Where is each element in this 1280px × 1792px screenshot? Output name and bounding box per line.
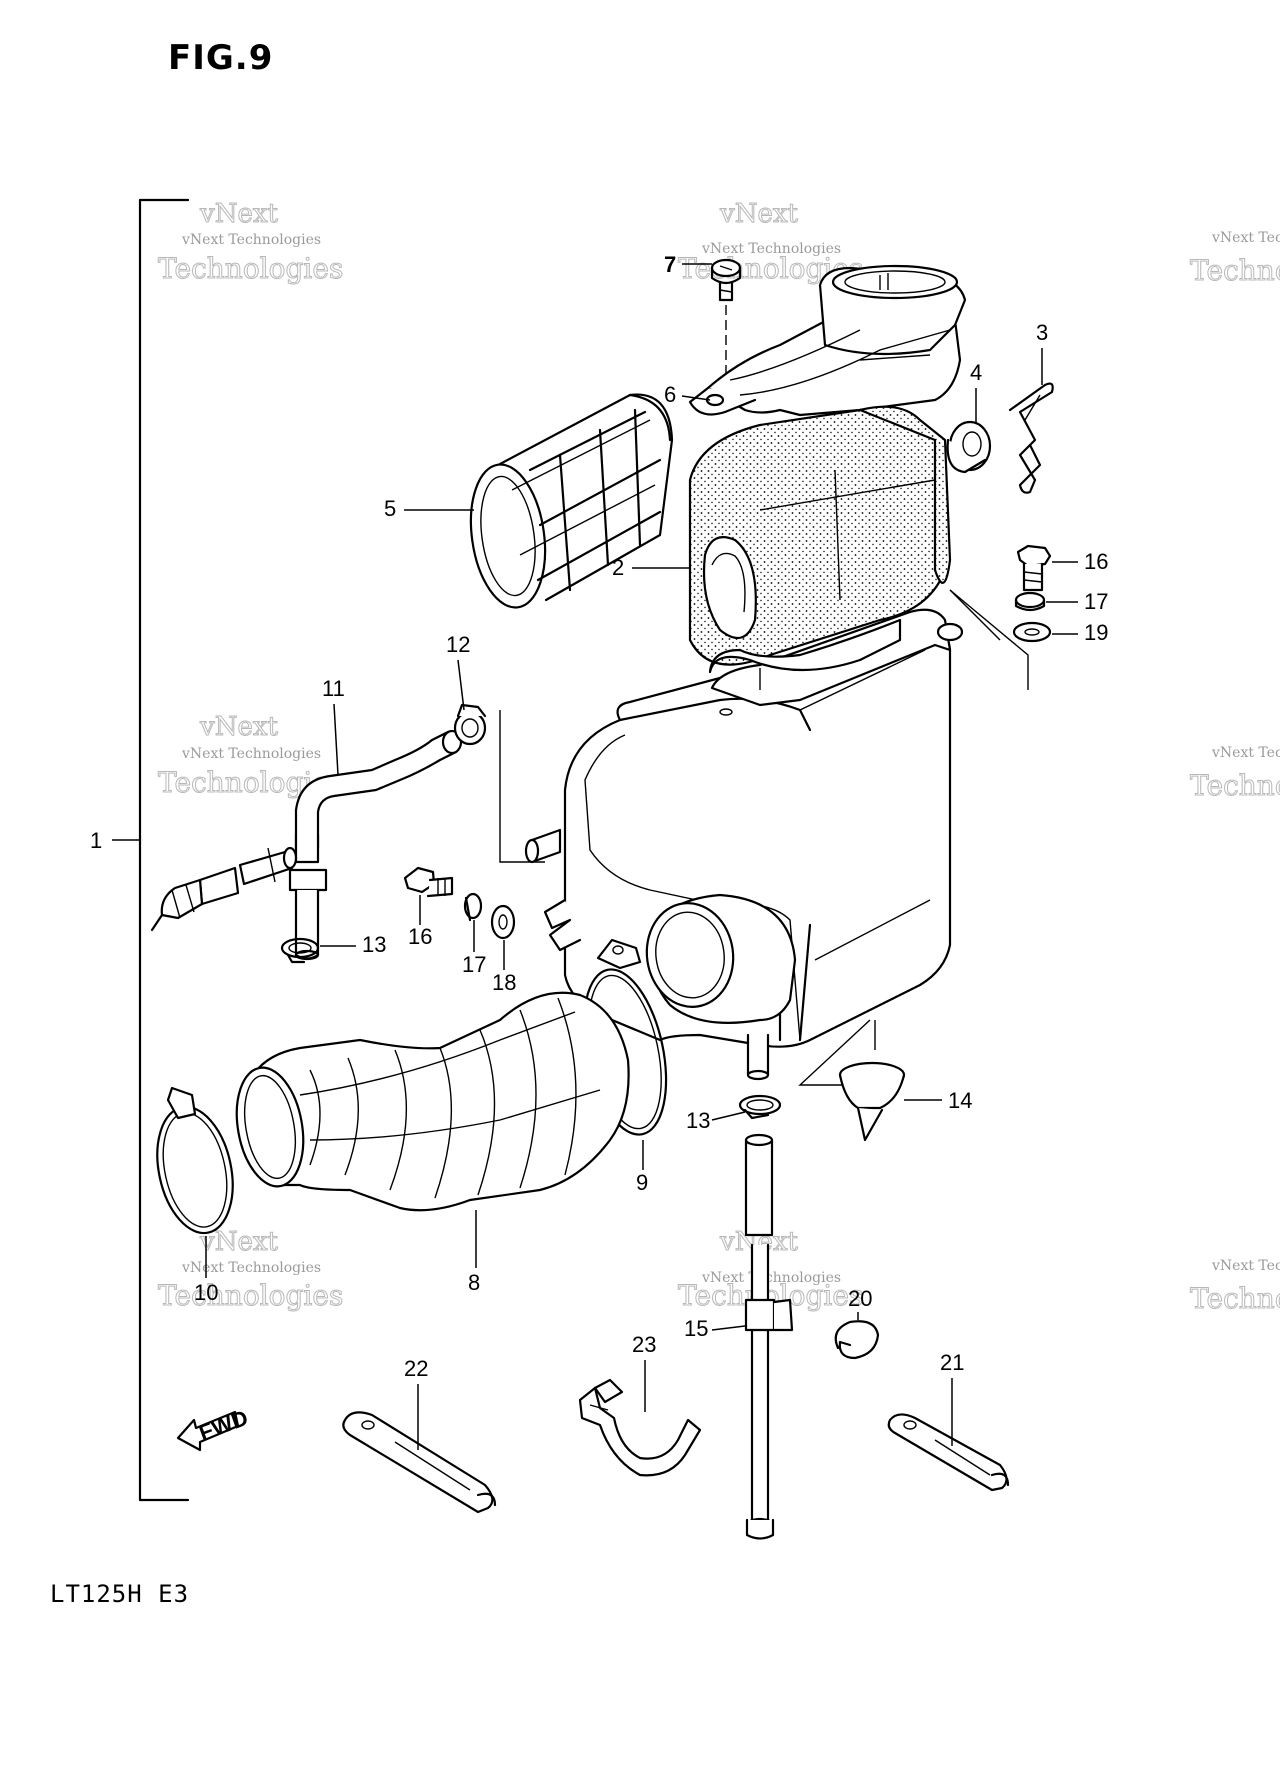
clip-3: [1008, 382, 1054, 494]
cap-6: [688, 264, 967, 417]
watermark-bottom-right: vNext Technologies Technologies: [1190, 1258, 1280, 1316]
svg-text:vNext Technologies: vNext Technologies: [701, 1270, 841, 1286]
svg-text:Technologies: Technologies: [158, 1279, 343, 1312]
bolt-16-left: [403, 866, 454, 898]
svg-text:vNext Technologies: vNext Technologies: [181, 232, 321, 248]
model-label: LT125H E3: [50, 1580, 190, 1608]
element-2: [688, 405, 952, 666]
mount-guide-right: [949, 589, 1029, 690]
svg-text:vNext: vNext: [199, 712, 278, 742]
callout-11: 11: [322, 676, 345, 701]
svg-text:vNext: vNext: [199, 199, 278, 229]
callout-17-right: 17: [1084, 589, 1108, 614]
washer-17-left: [463, 892, 483, 922]
svg-text:Technologies: Technologies: [1190, 1282, 1280, 1315]
callout-16-right: 16: [1084, 549, 1108, 574]
svg-text:FWD: FWD: [196, 1405, 252, 1446]
svg-text:vNext Technologies: vNext Technologies: [1211, 745, 1280, 761]
callout-13-left: 13: [362, 932, 386, 957]
breather-plug: [150, 866, 240, 932]
callout-6: 6: [664, 382, 676, 407]
svg-text:Technologies: Technologies: [1190, 254, 1280, 287]
callout-17-left: 17: [462, 952, 486, 977]
assembly-bracket: [112, 198, 190, 1502]
outlet-tube-8: [235, 991, 630, 1212]
screw-7: [710, 258, 742, 380]
clamp-10: [156, 1086, 234, 1235]
watermark-mid-right: vNext Technologies Technologies: [1190, 745, 1280, 803]
strap-22: [342, 1411, 497, 1514]
drain-cap-14: [838, 1061, 906, 1142]
watermark-bottom-center: vNext vNext Technologies Technologies: [678, 1227, 864, 1313]
clamp-23: [578, 1378, 702, 1477]
clamp-12: [453, 703, 487, 746]
washer-19: [1012, 621, 1052, 643]
bolt-16-right: [1016, 544, 1052, 592]
callout-1: 1: [90, 828, 102, 853]
svg-text:vNext Technologies: vNext Technologies: [1211, 1258, 1280, 1274]
callout-2: 2: [612, 555, 624, 580]
callout-9: 9: [636, 1170, 648, 1195]
callout-21: 21: [940, 1350, 964, 1375]
callout-4: 4: [970, 360, 982, 385]
callout-10: 10: [194, 1280, 218, 1305]
callout-5: 5: [384, 496, 396, 521]
callout-3: 3: [1036, 320, 1048, 345]
drain-hose-15: [744, 1133, 794, 1540]
washer-17-right: [1014, 591, 1046, 612]
svg-text:Technologies: Technologies: [1190, 769, 1280, 802]
callout-18: 18: [492, 970, 516, 995]
callout-20: 20: [848, 1286, 872, 1311]
callout-7: 7: [664, 252, 676, 277]
callout-16-left: 16: [408, 924, 432, 949]
callout-23: 23: [632, 1332, 656, 1357]
breather-hose-11: [238, 729, 463, 961]
svg-text:Technologies: Technologies: [158, 252, 343, 285]
callout-22: 22: [404, 1356, 428, 1381]
grommet-4: [946, 420, 992, 474]
callout-14: 14: [948, 1088, 972, 1113]
watermark-top-right: vNext Technologies Technologies: [1190, 230, 1280, 288]
strap-21: [887, 1413, 1010, 1492]
callouts: 1 7 6 5 2 4 3 16 17 19 12 11 13 16 17 18…: [90, 252, 1108, 1450]
watermark-top-left: vNext vNext Technologies Technologies: [158, 199, 344, 286]
element-frame-5: [469, 393, 674, 609]
callout-8: 8: [468, 1270, 480, 1295]
svg-text:vNext Technologies: vNext Technologies: [181, 1260, 321, 1276]
mount-guide-right-2: [949, 589, 1001, 641]
clamp-13-left: [280, 937, 320, 964]
svg-text:vNext Technologies: vNext Technologies: [701, 241, 841, 257]
clamp-20: [834, 1320, 880, 1360]
mount-guide-left: [499, 710, 545, 863]
air-cleaner-housing: [524, 608, 964, 1081]
svg-text:vNext: vNext: [719, 199, 798, 229]
svg-text:vNext Technologies: vNext Technologies: [1211, 230, 1280, 246]
figure-title: FIG.9: [168, 38, 274, 78]
callout-13-right: 13: [686, 1108, 710, 1133]
clamp-13-right: [738, 1094, 782, 1120]
fwd-arrow: FWD: [176, 1405, 252, 1452]
watermark-bottom-left: vNext vNext Technologies Technologies: [158, 1227, 344, 1313]
callout-15: 15: [684, 1316, 708, 1341]
washer-18: [490, 904, 516, 940]
svg-text:vNext Technologies: vNext Technologies: [181, 746, 321, 762]
callout-12: 12: [446, 632, 470, 657]
callout-19: 19: [1084, 620, 1108, 645]
